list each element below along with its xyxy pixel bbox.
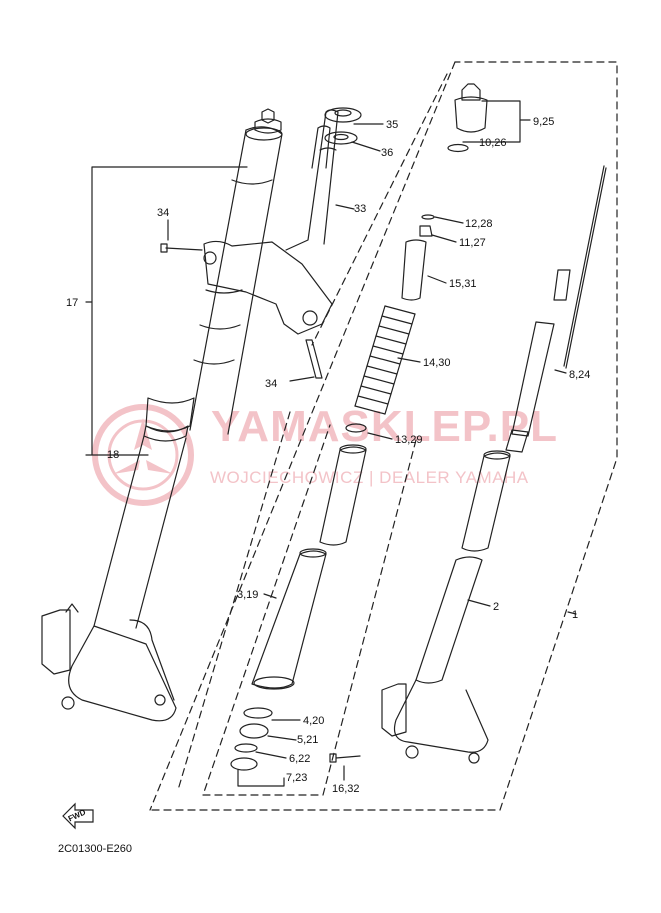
callout-2: 2	[493, 601, 500, 613]
steering-stem-assembly	[160, 109, 339, 335]
callout-1: 1	[572, 609, 579, 621]
fwd-arrow-icon	[62, 802, 94, 830]
callout-18: 18	[107, 449, 120, 461]
callout-36: 36	[381, 147, 394, 159]
outer-tube	[381, 450, 511, 764]
catalog-code: 2C01300-E260	[58, 843, 133, 855]
callout-8-24: 8,24	[569, 369, 591, 381]
assembly-group-outline	[149, 61, 618, 811]
fork-spring	[354, 305, 416, 415]
leader-lines	[85, 100, 577, 787]
callout-11-27: 11,27	[459, 237, 486, 249]
callout-34-bottom: 34	[265, 378, 278, 390]
steering-nut-washer	[324, 107, 362, 145]
damper-rod	[505, 165, 607, 453]
callout-3-19: 3,19	[237, 589, 259, 601]
callout-13-29: 13,29	[395, 434, 423, 446]
callout-17: 17	[66, 297, 79, 309]
callout-35: 35	[386, 119, 399, 131]
callout-7-23: 7,23	[286, 772, 308, 784]
callout-34-top: 34	[157, 207, 170, 219]
callout-5-21: 5,21	[297, 734, 319, 746]
cap-bolt	[447, 83, 488, 153]
callout-33: 33	[354, 203, 367, 215]
assembled-fork-leg	[41, 108, 283, 722]
callout-12-28: 12,28	[465, 218, 493, 230]
inner-tube-set	[251, 444, 367, 690]
callout-4-20: 4,20	[303, 715, 325, 727]
callout-10-26: 10,26	[479, 137, 507, 149]
callout-9-25: 9,25	[533, 116, 555, 128]
callout-6-22: 6,22	[289, 753, 311, 765]
callout-14-30: 14,30	[423, 357, 451, 369]
callout-15-31: 15,31	[449, 278, 477, 290]
callout-16-32: 16,32	[332, 783, 360, 795]
